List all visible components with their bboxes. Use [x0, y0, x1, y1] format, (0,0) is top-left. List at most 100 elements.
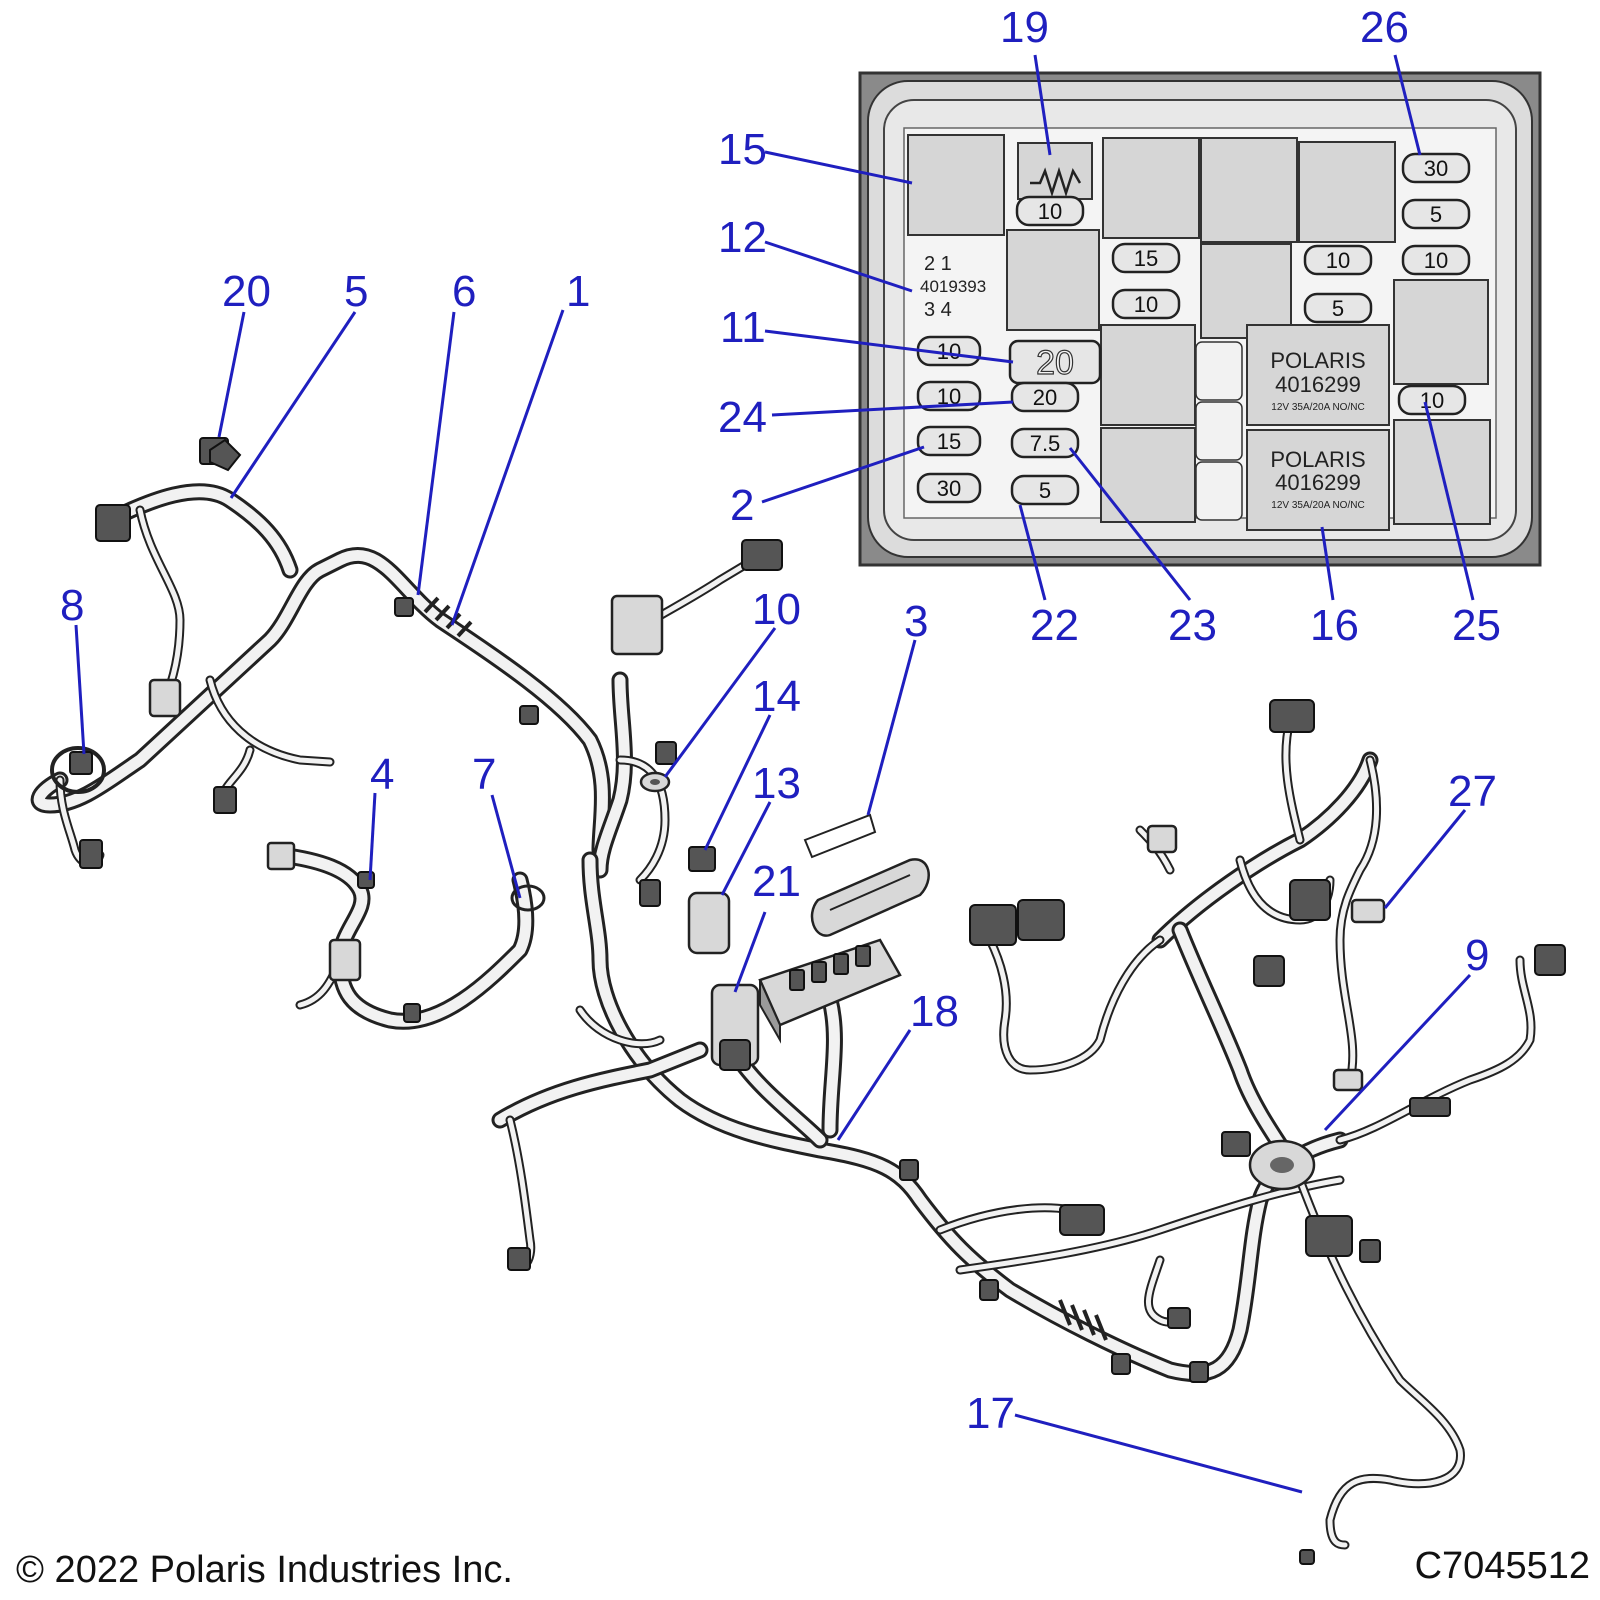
connector [1289, 879, 1331, 921]
drawing-id: C7045512 [1415, 1545, 1590, 1587]
svg-text:4016299: 4016299 [1275, 372, 1361, 397]
fuse-big-20: 20 [1008, 339, 1102, 385]
svg-text:15: 15 [1134, 246, 1158, 271]
svg-text:30: 30 [937, 476, 961, 501]
resistor [1017, 142, 1093, 200]
relay-block [1102, 137, 1200, 239]
connector [507, 1247, 531, 1271]
callout-15: 15 [718, 125, 767, 174]
relay-block [1006, 229, 1100, 331]
fuse-right-lower: 10 [1397, 384, 1467, 416]
callout-5: 5 [344, 267, 368, 316]
clip [394, 597, 414, 617]
main-harness-upper-left [30, 437, 611, 869]
callout-26: 26 [1360, 3, 1409, 52]
relay-block [1200, 243, 1292, 339]
label-decal [803, 813, 877, 859]
connector [1221, 1131, 1251, 1157]
mini-fuse [688, 846, 716, 872]
svg-text:30: 30 [1424, 156, 1448, 181]
connector [741, 539, 783, 571]
fuse-right-column: 30 5 10 [1401, 152, 1471, 276]
connector [95, 504, 131, 542]
relay-block [1393, 279, 1489, 385]
callout-20: 20 [222, 267, 271, 316]
callout-10: 10 [752, 585, 801, 634]
svg-text:20: 20 [1033, 385, 1057, 410]
loose-parts [209, 438, 1386, 1565]
connector [1146, 824, 1178, 854]
callout-17: 17 [966, 1389, 1015, 1438]
callout-16: 16 [1310, 601, 1359, 650]
connector [655, 741, 677, 765]
callout-23: 23 [1168, 601, 1217, 650]
relay-block [907, 134, 1005, 236]
connector [969, 904, 1017, 946]
svg-text:5: 5 [1430, 202, 1442, 227]
svg-text:10: 10 [1134, 292, 1158, 317]
callout-1: 1 [566, 267, 590, 316]
grommet [50, 746, 106, 794]
connector [266, 841, 296, 871]
clip-ring [510, 884, 546, 912]
callout-8: 8 [60, 581, 84, 630]
fuse-box-cover [810, 858, 930, 937]
callout-25: 25 [1452, 601, 1501, 650]
callout-19: 19 [1000, 3, 1049, 52]
connector [610, 594, 664, 656]
harness-fuse-box [710, 938, 902, 1071]
relay-block [1298, 141, 1396, 243]
right-harness-cluster [969, 699, 1566, 1550]
svg-text:20: 20 [1036, 344, 1074, 382]
connector [148, 678, 182, 718]
clip [979, 1279, 999, 1301]
polaris-relay: POLARIS 4016299 12V 35A/20A NO/NC [1246, 324, 1390, 426]
connector [1534, 944, 1566, 976]
relay-label-4019393: 2 1 4019393 3 4 [920, 253, 986, 321]
connector [1167, 1307, 1191, 1329]
fuse-middle-column: 20 7.5 5 [1010, 381, 1080, 506]
clip [403, 1003, 421, 1023]
svg-text:4019393: 4019393 [920, 277, 986, 296]
callout-6: 6 [452, 267, 476, 316]
connector [1269, 699, 1315, 733]
callout-14: 14 [752, 672, 801, 721]
callout-22: 22 [1030, 601, 1079, 650]
svg-text:10: 10 [1326, 248, 1350, 273]
upper-connector-branch [591, 539, 783, 907]
fuse-top: 10 [1015, 195, 1085, 227]
connector [1409, 1097, 1451, 1117]
clip [899, 1159, 919, 1181]
callout-21: 21 [752, 857, 801, 906]
fuse-holder [687, 891, 731, 955]
connector [1359, 1239, 1381, 1263]
clip [519, 705, 539, 725]
callout-12: 12 [718, 213, 767, 262]
callout-11: 11 [720, 303, 766, 352]
loose-connector [1350, 898, 1386, 924]
connector [1332, 1068, 1364, 1092]
svg-text:5: 5 [1332, 296, 1344, 321]
callout-18: 18 [910, 987, 959, 1036]
svg-text:12V 35A/20A NO/NC: 12V 35A/20A NO/NC [1271, 500, 1364, 511]
svg-text:POLARIS: POLARIS [1270, 447, 1365, 472]
connector [328, 938, 362, 982]
sleeve-bands [1058, 1299, 1108, 1341]
relay-block [1100, 324, 1196, 426]
connector [1253, 955, 1285, 987]
connector [1305, 1215, 1353, 1257]
connector [1017, 899, 1065, 941]
callout-24: 24 [718, 393, 767, 442]
svg-text:10: 10 [1038, 199, 1062, 224]
svg-text:15: 15 [937, 429, 961, 454]
connector [69, 751, 93, 775]
svg-text:4016299: 4016299 [1275, 470, 1361, 495]
svg-text:3 4: 3 4 [924, 299, 952, 321]
main-harness-lower [491, 851, 1349, 1383]
connector [1059, 1204, 1105, 1236]
clip [1111, 1353, 1131, 1375]
sub-harness-left [266, 841, 546, 1030]
callout-9: 9 [1465, 931, 1489, 980]
relay-block [1100, 427, 1196, 523]
callout-3: 3 [904, 597, 928, 646]
